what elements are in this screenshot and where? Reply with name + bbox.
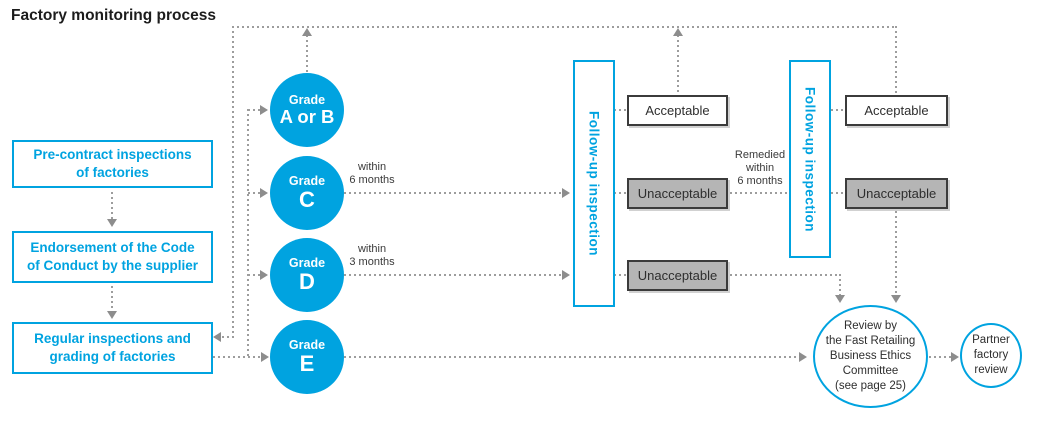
arrowhead: [951, 352, 959, 362]
arrowhead: [562, 270, 570, 280]
arrowhead: [673, 28, 683, 36]
connector-feedback-left-vertical: [232, 26, 234, 337]
followup-inspection-box-2: Follow-up inspection: [789, 60, 831, 258]
followup-inspection-label: Follow-up inspection: [802, 86, 818, 232]
partner-factory-review-circle: Partner factory review: [960, 323, 1022, 388]
connector-review-to-partner: [929, 356, 953, 358]
connector-unacceptable2-right: [730, 274, 840, 276]
grade-prefix: Grade: [288, 255, 326, 270]
connector-unacceptable3-to-review: [895, 211, 897, 297]
note-within-3-months: within 3 months: [349, 243, 395, 268]
arrowhead: [302, 28, 312, 36]
connector-branch-gradeab: [248, 109, 261, 111]
arrowhead: [107, 219, 117, 227]
arrowhead: [260, 270, 268, 280]
connector-gradeab-up: [306, 30, 308, 73]
result-box-unacceptable-1: Unacceptable: [627, 178, 728, 209]
followup-inspection-box-1: Follow-up inspection: [573, 60, 615, 307]
result-box-unacceptable-2: Unacceptable: [627, 260, 728, 291]
result-box-unacceptable-3: Unacceptable: [845, 178, 948, 209]
arrowhead: [260, 188, 268, 198]
followup-inspection-label: Follow-up inspection: [586, 111, 602, 256]
grade-prefix: Grade: [288, 92, 326, 107]
grade-prefix: Grade: [288, 337, 326, 352]
arrowhead: [107, 311, 117, 319]
connector-top-feedback: [232, 26, 897, 28]
connector-grades-branch-vertical: [247, 109, 249, 358]
connector-followup2-acceptable: [831, 109, 844, 111]
arrowhead: [261, 352, 269, 362]
connector-gradec-to-followup1: [344, 192, 563, 194]
diagram-title: Factory monitoring process: [11, 7, 216, 24]
connector-unacceptable2-down: [839, 274, 841, 297]
grade-prefix: Grade: [288, 173, 326, 188]
grade-value: E: [299, 351, 315, 377]
result-box-acceptable-1: Acceptable: [627, 95, 728, 126]
grade-circle-d: Grade D: [270, 238, 344, 312]
connector-gradee-to-review: [344, 356, 800, 358]
connector-followup1-unacceptable-d: [614, 274, 626, 276]
connector-unacceptable1-to-followup2: [730, 192, 789, 194]
grade-circle-c: Grade C: [270, 156, 344, 230]
step-box-pre-contract-inspections: Pre-contract inspections of factories: [12, 140, 213, 188]
grade-value: D: [299, 269, 315, 295]
note-within-6-months: within 6 months: [349, 161, 395, 186]
note-remedied-within-6-months: Remedied within 6 months: [734, 149, 786, 187]
arrowhead: [562, 188, 570, 198]
grade-value: C: [299, 187, 315, 213]
connector-followup2-unacceptable: [831, 192, 844, 194]
connector-feedback-into-regular-inspections: [222, 336, 234, 338]
connector-acceptable1-up: [677, 30, 679, 95]
step-box-code-endorsement: Endorsement of the Code of Conduct by th…: [12, 231, 213, 283]
grade-value: A or B: [279, 106, 335, 127]
connector-step1-step2: [111, 192, 113, 220]
connector-branch-gradec: [248, 192, 261, 194]
connector-followup1-unacceptable-c: [614, 192, 626, 194]
connector-branch-graded: [248, 274, 261, 276]
connector-step2-step3: [111, 286, 113, 312]
review-committee-circle: Review by the Fast Retailing Business Et…: [813, 305, 928, 408]
grade-circle-a-or-b: Grade A or B: [270, 73, 344, 147]
result-box-acceptable-2: Acceptable: [845, 95, 948, 126]
connector-acceptable2-up: [895, 26, 897, 95]
grade-circle-e: Grade E: [270, 320, 344, 394]
connector-followup1-acceptable: [614, 109, 626, 111]
step-box-regular-inspections: Regular inspections and grading of facto…: [12, 322, 213, 374]
arrowhead: [891, 295, 901, 303]
arrowhead: [835, 295, 845, 303]
arrowhead: [213, 332, 221, 342]
connector-graded-to-followup1: [344, 274, 563, 276]
arrowhead: [260, 105, 268, 115]
arrowhead: [799, 352, 807, 362]
connector-regular-to-grades: [213, 356, 263, 358]
